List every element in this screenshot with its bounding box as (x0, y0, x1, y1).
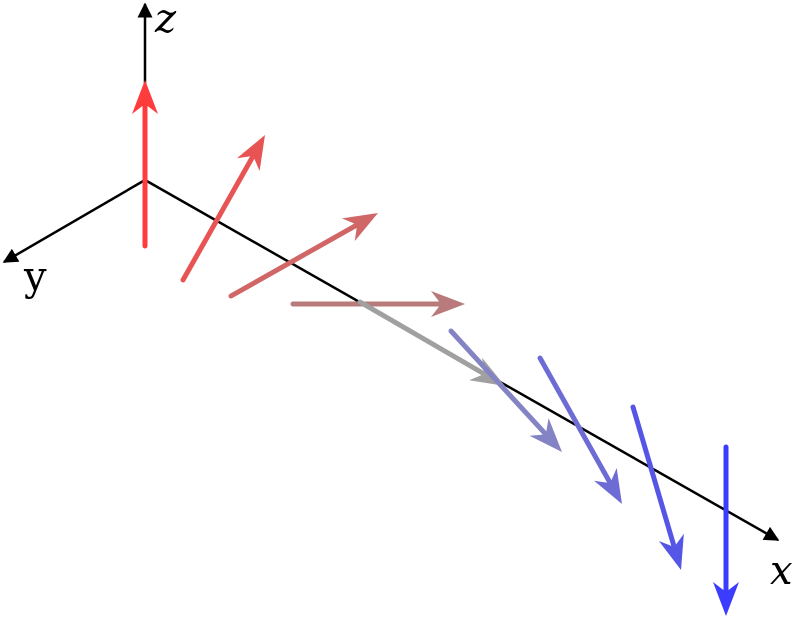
vector-8 (630, 404, 684, 570)
vector-shaft (228, 220, 363, 299)
vector-shaft (630, 404, 678, 553)
vector-arrowhead (132, 80, 158, 114)
vector-7 (537, 355, 622, 504)
vector-shaft (180, 150, 258, 283)
vector-arrowhead (236, 135, 265, 171)
x-axis-label: x (770, 548, 793, 594)
z-axis-label: z (154, 0, 177, 42)
vector-arrowhead (529, 418, 562, 452)
vector-arrowhead (658, 533, 684, 570)
vector-1 (132, 80, 158, 249)
vector-2 (180, 135, 265, 283)
vector-arrowhead (431, 291, 465, 317)
vector-9 (713, 444, 739, 616)
vector-6 (448, 328, 562, 452)
vector-4 (290, 291, 465, 317)
vector-arrowhead (713, 582, 739, 616)
y-axis (2, 178, 146, 264)
vector-shaft (537, 355, 615, 489)
axes: z y x (2, 0, 793, 594)
y-axis-label: y (23, 254, 47, 300)
vector-shaft (357, 299, 490, 379)
vectors (132, 80, 739, 616)
vector-3 (228, 213, 378, 299)
vector-arrowhead (342, 213, 378, 242)
vector-shaft (448, 328, 551, 440)
vector-5 (357, 299, 505, 386)
vector-arrowhead (594, 467, 622, 504)
